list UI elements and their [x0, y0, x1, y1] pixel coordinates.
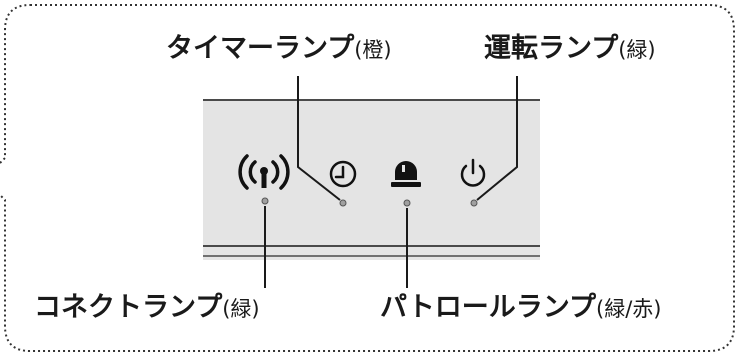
- patrol-light-icon: [391, 161, 421, 187]
- connect-lamp-color: (緑): [222, 297, 260, 321]
- power-icon: [460, 158, 486, 187]
- patrol-lamp-label: パトロールランプ(緑/赤): [380, 294, 661, 321]
- connect-led: [261, 197, 269, 205]
- timer-led: [339, 199, 347, 207]
- connect-lamp-name: コネクトランプ: [34, 292, 223, 323]
- run-lamp-label: 運転ランプ(緑): [484, 35, 656, 62]
- patrol-lamp-name: パトロールランプ: [380, 292, 596, 323]
- clock-icon: [329, 160, 357, 188]
- run-lamp-color: (緑): [618, 38, 656, 62]
- patrol-lamp-color: (緑/赤): [596, 297, 662, 321]
- run-lamp-name: 運転ランプ: [484, 33, 619, 64]
- timer-lamp-name: タイマーランプ: [166, 33, 355, 64]
- timer-lamp-color: (橙): [354, 38, 392, 62]
- patrol-led: [403, 199, 411, 207]
- run-leader-line: [476, 76, 518, 201]
- run-led: [470, 199, 478, 207]
- dotted-frame: [0, 4, 735, 352]
- timer-leader-line: [297, 76, 341, 201]
- connect-lamp-label: コネクトランプ(緑): [34, 294, 260, 321]
- timer-lamp-label: タイマーランプ(橙): [166, 35, 392, 62]
